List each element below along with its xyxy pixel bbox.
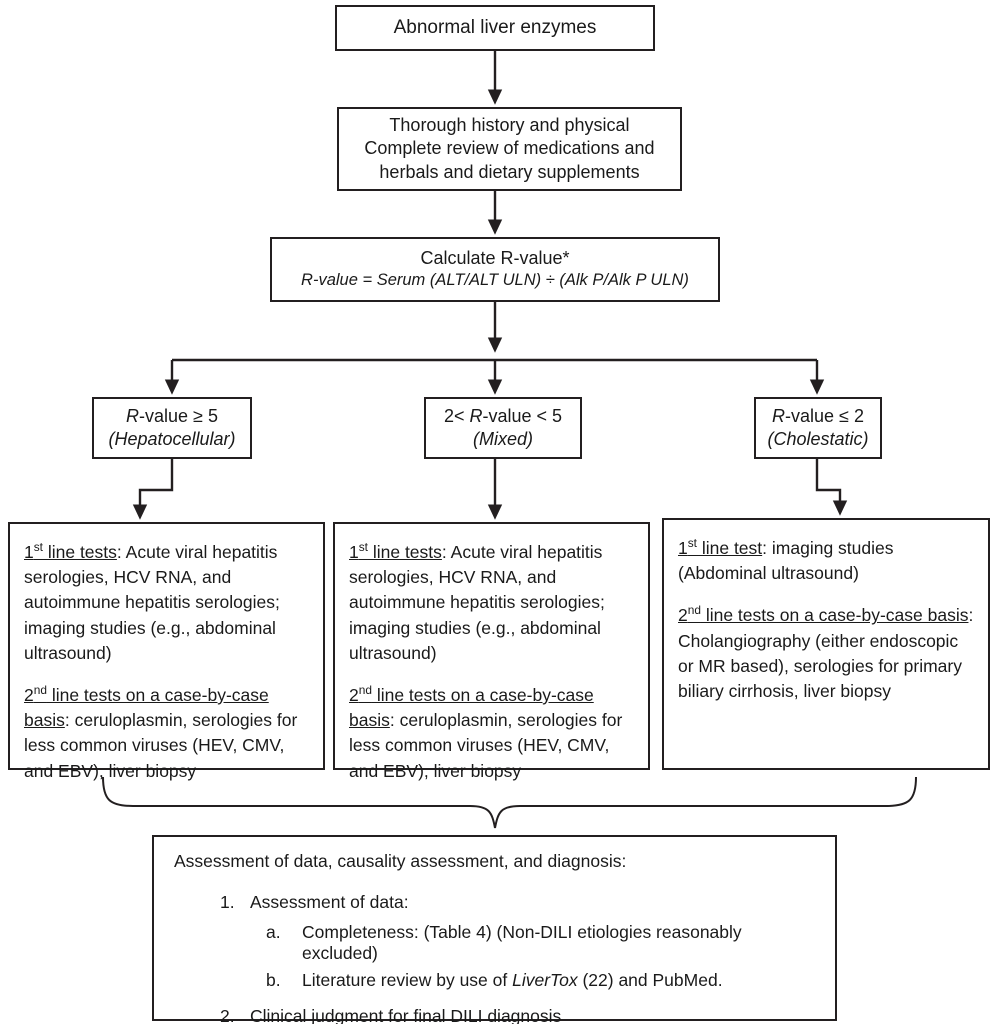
- assessment-item-1a-text: Completeness: (Table 4) (Non-DILI etiolo…: [302, 922, 742, 963]
- node-branch-cholestatic-type: (Cholestatic): [767, 429, 869, 449]
- assessment-sublist: a. Completeness: (Table 4) (Non-DILI eti…: [174, 922, 819, 997]
- second-line-label: 2nd line tests on a case-by-case basis: [24, 683, 269, 731]
- assessment-ordered-list: 1. Assessment of data: a. Completeness: …: [174, 892, 819, 1024]
- connector-cholestatic-to-tests: [815, 459, 848, 516]
- assessment-item-2: 2. Clinical judgment for final DILI diag…: [174, 1006, 819, 1024]
- assessment-item-1-text: Assessment of data:: [250, 892, 409, 912]
- r-rest: -value < 5: [482, 405, 563, 426]
- ordinal-suffix: nd: [687, 603, 701, 618]
- first-line-label: 1st line test: [678, 536, 763, 558]
- node-branch-hepatocellular-type: (Hepatocellular): [108, 429, 236, 449]
- node-tests-cholestatic[interactable]: 1st line test: imaging studies (Abdomina…: [662, 518, 990, 770]
- node-branch-hepatocellular-value: R-value ≥ 5: [126, 405, 218, 428]
- node-branch-cholestatic-value: R-value ≤ 2: [772, 405, 864, 428]
- first-line-text: : imaging studies (Abdominal ultrasound): [678, 538, 894, 584]
- r-italic: R: [469, 405, 483, 426]
- second-line-text: : ceruloplasmin, serologies for less com…: [349, 710, 623, 781]
- assessment-item-1b-text: Literature review by use of LiverTox (22…: [302, 970, 723, 990]
- node-start-label: Abnormal liver enzymes: [393, 16, 597, 38]
- r-italic: R: [126, 405, 140, 426]
- connector-hepatocellular-to-tests: [132, 459, 174, 520]
- assessment-heading: Assessment of data, causality assessment…: [174, 851, 627, 871]
- assessment-item-1a-marker: a.: [266, 922, 281, 942]
- node-branch-mixed-value: 2< R-value < 5: [444, 405, 562, 428]
- second-line-label: 2nd line tests on a case-by-case basis: [349, 683, 594, 731]
- ordinal-suffix: nd: [33, 683, 47, 698]
- node-tests-hepatocellular[interactable]: 1st line tests: Acute viral hepatitis se…: [8, 522, 325, 781]
- assessment-item-1a: a. Completeness: (Table 4) (Non-DILI eti…: [174, 922, 819, 964]
- ordinal-suffix: st: [687, 536, 697, 551]
- node-branch-hepatocellular[interactable]: R-value ≥ 5 (Hepatocellular): [92, 397, 252, 459]
- node-history-line-3: herbals and dietary supplements: [379, 161, 640, 182]
- second-line-text: : ceruloplasmin, serologies for less com…: [24, 710, 298, 781]
- tests-mixed-second-line: 2nd line tests on a case-by-case basis: …: [349, 683, 634, 784]
- assessment-item-2-marker: 2.: [220, 1006, 235, 1024]
- merge-brace: [102, 776, 917, 829]
- r-rest: -value ≥ 5: [139, 405, 218, 426]
- ordinal-suffix: st: [33, 540, 43, 555]
- assessment-item-1b: b. Literature review by use of LiverTox …: [174, 970, 819, 991]
- tests-hepatocellular-first-line: 1st line tests: Acute viral hepatitis se…: [24, 540, 309, 666]
- r-rest: -value ≤ 2: [785, 405, 864, 426]
- node-tests-mixed[interactable]: 1st line tests: Acute viral hepatitis se…: [333, 522, 650, 781]
- node-branch-mixed[interactable]: 2< R-value < 5 (Mixed): [424, 397, 582, 459]
- node-assessment-and-diagnosis[interactable]: Assessment of data, causality assessment…: [152, 835, 837, 1024]
- ordinal-suffix: st: [358, 540, 368, 555]
- mixed-prefix: 2<: [443, 405, 470, 426]
- node-history-and-medication-review[interactable]: Thorough history and physical Complete r…: [337, 107, 682, 191]
- second-line-text: : Cholangiography (either endoscopic or …: [678, 605, 974, 701]
- assessment-item-1-marker: 1.: [220, 892, 235, 912]
- node-history-line-2: Complete review of medications and: [364, 138, 655, 159]
- livertox-title: LiverTox: [512, 970, 578, 990]
- first-line-label: 1st line tests: [24, 540, 117, 562]
- tests-cholestatic-second-line: 2nd line tests on a case-by-case basis: …: [678, 603, 974, 704]
- assessment-item-1b-marker: b.: [266, 970, 281, 990]
- first-line-text: : Acute viral hepatitis serologies, HCV …: [24, 542, 280, 663]
- tests-hepatocellular-second-line: 2nd line tests on a case-by-case basis: …: [24, 683, 309, 784]
- tests-mixed-first-line: 1st line tests: Acute viral hepatitis se…: [349, 540, 634, 666]
- node-rvalue-formula: R-value = Serum (ALT/ALT ULN) ÷ (Alk P/A…: [301, 271, 689, 290]
- node-calculate-r-value[interactable]: Calculate R-value* R-value = Serum (ALT/…: [270, 237, 720, 302]
- tests-cholestatic-first-line: 1st line test: imaging studies (Abdomina…: [678, 536, 974, 586]
- node-branch-mixed-type: (Mixed): [472, 429, 533, 449]
- r-italic: R: [772, 405, 786, 426]
- node-abnormal-liver-enzymes[interactable]: Abnormal liver enzymes: [335, 5, 655, 51]
- node-history-line-1: Thorough history and physical: [389, 114, 630, 135]
- assessment-item-1-row: 1. Assessment of data:: [174, 892, 409, 913]
- ordinal-suffix: nd: [358, 683, 372, 698]
- node-rvalue-title: Calculate R-value*: [420, 248, 570, 269]
- first-line-label: 1st line tests: [349, 540, 442, 562]
- assessment-item-1: 1. Assessment of data: a. Completeness: …: [174, 892, 819, 1006]
- second-line-label: 2nd line tests on a case-by-case basis: [678, 603, 969, 626]
- assessment-item-2-text: Clinical judgment for final DILI diagnos…: [250, 1006, 562, 1024]
- node-branch-cholestatic[interactable]: R-value ≤ 2 (Cholestatic): [754, 397, 882, 459]
- first-line-text: : Acute viral hepatitis serologies, HCV …: [349, 542, 605, 663]
